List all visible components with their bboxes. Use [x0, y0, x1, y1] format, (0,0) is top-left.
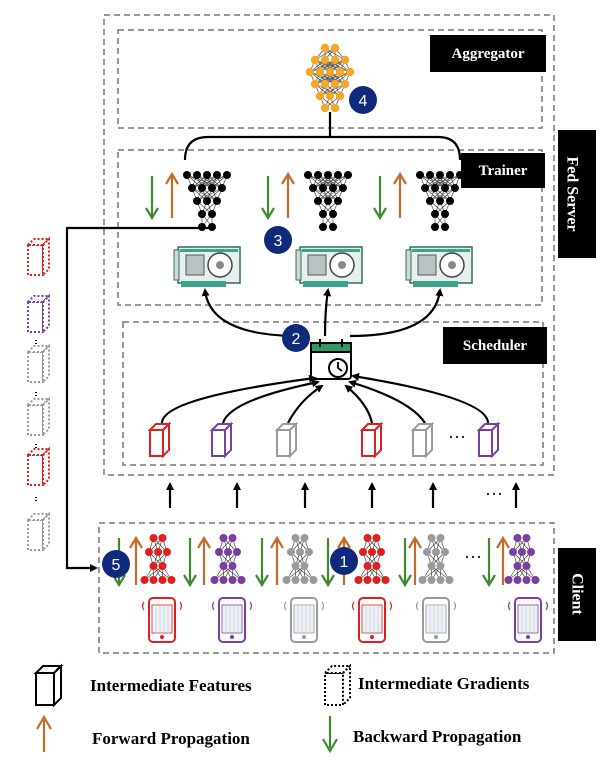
backward-arrow-icon: [261, 176, 275, 221]
svg-text:4: 4: [359, 93, 368, 110]
forward-arrow-icon: [281, 171, 295, 218]
svg-text:1: 1: [340, 554, 349, 571]
intermediate-feature-cube-icon: [274, 421, 299, 459]
client-ellipsis: ···: [464, 547, 482, 567]
scheduler-to-gpu-arrows: [201, 288, 444, 338]
legend-backward-label: Backward Propagation: [353, 727, 522, 746]
step-badge-4: 4: [349, 86, 377, 114]
client-phone-icon: [211, 597, 253, 643]
forward-arrow-icon: [165, 171, 179, 218]
aggregator-model-icon: [305, 43, 355, 113]
forward-arrow-icon: [129, 535, 143, 585]
svg-text:2: 2: [292, 331, 301, 348]
step-badge-2: 2: [282, 324, 310, 352]
aggregator-label: Aggregator: [451, 46, 524, 62]
forward-arrow-icon: [393, 171, 407, 218]
trainer-label: Trainer: [479, 163, 528, 179]
client-phone-icon: [283, 597, 325, 643]
client-phone-icon: [141, 597, 183, 643]
scheduler-ellipsis: ···: [448, 427, 466, 447]
aggregator-bracket: [183, 135, 462, 161]
gpu-icon-3: [405, 246, 473, 287]
backward-arrow-icon: [398, 538, 412, 588]
client-network-icon: [282, 534, 318, 584]
fed-server-label: Fed Server: [563, 156, 580, 231]
client-phone-icon: [415, 597, 457, 643]
client-phone-icon: [351, 597, 393, 643]
aggregator-network-icon: [305, 43, 355, 113]
intermediate-gradient-cube-icon: [25, 236, 52, 278]
client-network-icon: [504, 534, 540, 584]
fed-server-label-box: [558, 130, 596, 258]
upload-ellipsis: ···: [485, 484, 503, 504]
client-network-icon: [140, 534, 176, 584]
scheduler-box: [122, 321, 544, 466]
trainer-network-icon-2: [304, 171, 352, 231]
backward-arrow-icon: [373, 176, 387, 221]
legend-forward-arrow-icon: [36, 714, 52, 752]
forward-arrow-icon: [408, 535, 422, 585]
client-label: Client: [568, 573, 585, 615]
client-network-icon: [418, 534, 454, 584]
intermediate-feature-cube-icon: [209, 421, 234, 459]
scheduler-calendar-icon: [310, 339, 352, 380]
backward-arrow-icon: [183, 538, 197, 588]
backward-arrow-icon: [255, 538, 269, 588]
scheduler-label: Scheduler: [463, 338, 528, 354]
gpu-icon-1: [173, 246, 241, 287]
step-badge-1: 1: [330, 547, 358, 575]
features-to-scheduler-arrows: [160, 373, 490, 424]
client-network-icon: [210, 534, 246, 584]
legend-gradients-label: Intermediate Gradients: [358, 674, 530, 693]
gpu-icon-2: [295, 246, 363, 287]
step-badge-5: 5: [102, 550, 130, 578]
client-box: [98, 522, 555, 654]
intermediate-gradient-cube-icon: [25, 511, 52, 553]
backward-arrow-icon: [482, 538, 496, 588]
client-network-icon: [354, 534, 390, 584]
forward-arrow-icon: [197, 535, 211, 585]
intermediate-gradient-cube-icon: [25, 293, 52, 335]
intermediate-gradient-cube-icon: [25, 343, 52, 385]
step-badge-3: 3: [264, 226, 292, 254]
scheduler-label-box: [443, 327, 547, 364]
legend: Intermediate Features Intermediate Gradi…: [33, 663, 530, 754]
backward-arrow-icon: [145, 176, 159, 221]
legend-gradient-cube-icon: [322, 663, 353, 708]
intermediate-feature-cube-icon: [476, 421, 501, 459]
client-phone-icon: [507, 597, 549, 643]
intermediate-gradient-cube-icon: [25, 446, 52, 488]
forward-arrow-icon: [496, 535, 510, 585]
intermediate-feature-cube-icon: [410, 421, 435, 459]
intermediate-feature-cube-icon: [359, 421, 384, 459]
legend-features-label: Intermediate Features: [90, 676, 252, 695]
backward-arrow-icon: [321, 538, 335, 588]
legend-feature-cube-icon: [33, 663, 64, 708]
gradient-return-path: [65, 226, 210, 572]
intermediate-gradient-cube-icon: [25, 396, 52, 438]
client-to-server-arrows: [166, 482, 520, 508]
legend-forward-label: Forward Propagation: [92, 729, 250, 748]
client-label-box: [558, 548, 596, 641]
intermediate-feature-cube-icon: [147, 421, 172, 459]
aggregator-label-box: [430, 35, 546, 72]
svg-text:3: 3: [274, 233, 283, 250]
trainer-label-box: [461, 153, 545, 188]
legend-backward-arrow-icon: [322, 716, 338, 754]
trainer-network-icon-3: [416, 171, 464, 231]
svg-text:5: 5: [112, 557, 121, 574]
fed-server-box: [103, 14, 555, 476]
forward-arrow-icon: [270, 535, 284, 585]
trainer-network-icon-1: [183, 171, 231, 231]
